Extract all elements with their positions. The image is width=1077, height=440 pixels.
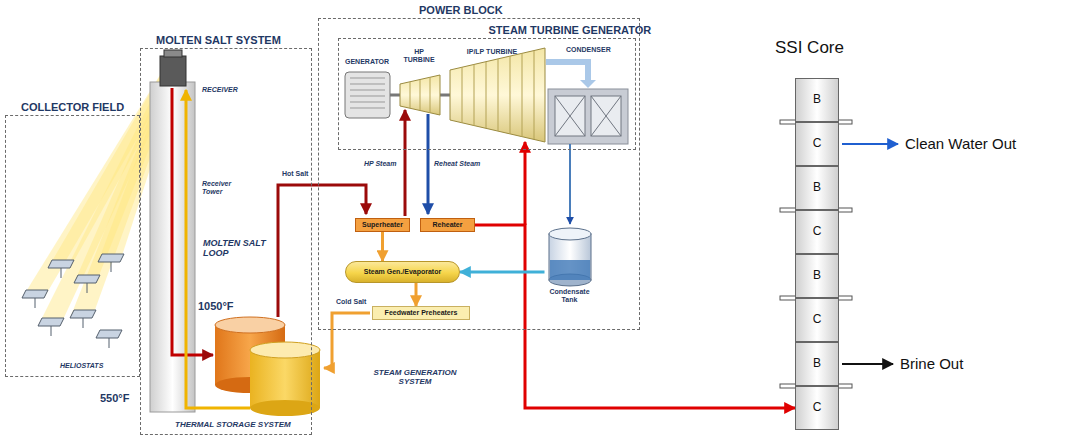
text-label: Clean Water Out (905, 135, 1016, 152)
ip-lp-turbine (450, 48, 545, 142)
text-label: THERMAL STORAGE SYSTEM (175, 420, 291, 429)
flow-connector (460, 271, 545, 274)
cold-salt-tank (250, 342, 320, 416)
generator (345, 72, 390, 118)
tank-label: Condensate Tank (545, 288, 595, 304)
region-title: STEAM TURBINE GENERATOR (489, 24, 652, 37)
tank-outline (545, 226, 595, 288)
segment-letter: B (813, 181, 821, 195)
ssi-core-column: SSI CoreBCBCBCBC (795, 78, 839, 430)
core-segment: C (795, 298, 839, 342)
region-title: MOLTEN SALT SYSTEM (156, 34, 281, 47)
text-label: Reheat Steam (434, 160, 480, 168)
hot-salt-line (278, 185, 366, 317)
condenser (548, 89, 628, 144)
text-label: HP Steam (364, 160, 396, 168)
text-label: Brine Out (900, 355, 963, 372)
flow-connector (381, 232, 384, 261)
segment-letter: B (813, 269, 821, 283)
core-segment: B (795, 342, 839, 386)
text-label: 550°F (100, 392, 129, 405)
cold-salt-line (324, 313, 370, 368)
segment-letter: C (813, 137, 822, 151)
flow-connector (415, 283, 418, 306)
text-label: HP TURBINE (402, 48, 436, 64)
reheat-steam-line (427, 114, 430, 214)
text-label: GENERATOR (345, 58, 389, 66)
core-segment: B (795, 254, 839, 298)
condensate-line (569, 144, 571, 224)
segment-letter: C (813, 225, 822, 239)
heliostat (22, 290, 48, 308)
core-segment: B (795, 166, 839, 210)
brine-arrow (842, 363, 893, 365)
heliostat (98, 254, 124, 272)
hp-steam-line (404, 110, 407, 216)
turbine-blades (410, 51, 534, 139)
heliostat (70, 310, 96, 328)
collector-field-region: COLLECTOR FIELD (5, 115, 140, 377)
clean-water-arrow (842, 143, 898, 145)
text-label: CONDENSER (566, 46, 611, 54)
text-label: RECEIVER (202, 86, 238, 94)
segment-letter: B (813, 93, 821, 107)
evaporator-vessel: Steam Gen./Evaporator (345, 261, 460, 283)
core-segment: C (795, 210, 839, 254)
condensate-tank: Condensate Tank (545, 226, 595, 304)
core-segment: C (795, 122, 839, 166)
text-label: HELIOSTATS (60, 362, 103, 370)
core-segment: B (795, 78, 839, 122)
text-label: IP/LP TURBINE (462, 48, 522, 56)
exhaust-arrowhead (580, 80, 596, 88)
exhaust-duct (546, 62, 588, 80)
text-label: STEAM GENERATION SYSTEM (365, 368, 465, 386)
hp-turbine (400, 75, 440, 115)
component-label: Reheater (433, 221, 463, 229)
receiver-cap (164, 50, 182, 57)
text-label: MOLTEN SALT LOOP (203, 238, 273, 259)
heliostat (96, 330, 122, 348)
reheated-steam-line (524, 142, 527, 225)
component-label: Feedwater Preheaters (385, 309, 458, 317)
heliostat (38, 318, 64, 336)
text-label: 1050°F (198, 300, 234, 313)
flow-connector (475, 225, 795, 408)
segment-letter: C (813, 313, 822, 327)
text-label: Receiver Tower (202, 180, 238, 196)
component-label: Steam Gen./Evaporator (364, 268, 441, 276)
column-title: SSI Core (775, 38, 844, 58)
region-title: COLLECTOR FIELD (21, 101, 124, 114)
segment-letter: C (813, 401, 822, 415)
heliostats (22, 254, 124, 348)
reheater-box: Reheater (420, 218, 475, 232)
segment-letter: B (813, 357, 821, 371)
hot-salt-pipe (172, 88, 213, 355)
core-segment: C (795, 386, 839, 430)
region-title: POWER BLOCK (419, 4, 503, 17)
component-label: Superheater (362, 221, 403, 229)
text-label: Hot Salt (282, 170, 308, 178)
flanges (780, 120, 852, 388)
superheater-box: Superheater (355, 218, 410, 232)
heliostat (48, 260, 74, 278)
preheater-box: Feedwater Preheaters (372, 306, 470, 320)
heliostat (74, 275, 100, 293)
text-label: Cold Salt (336, 298, 366, 306)
receiver (160, 56, 186, 86)
